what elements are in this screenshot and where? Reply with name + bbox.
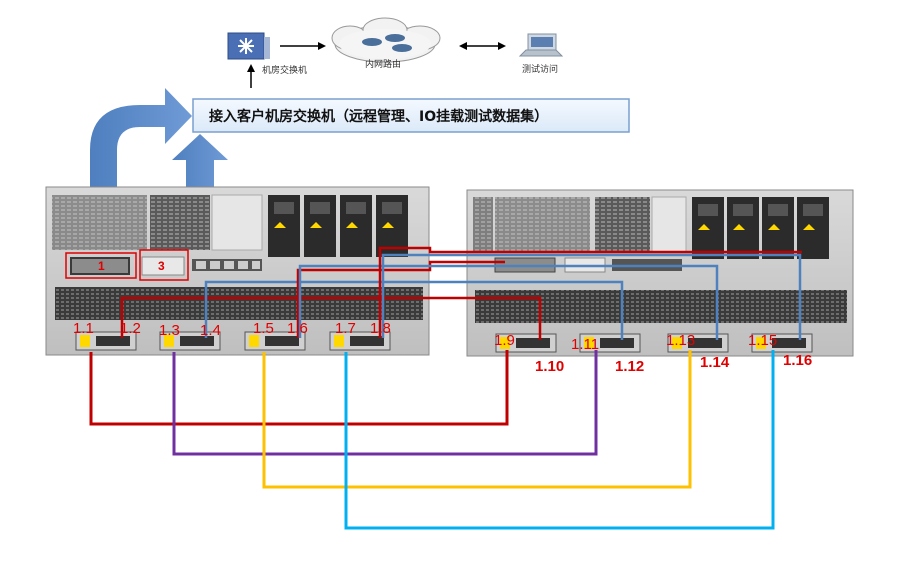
marker-1-label: 1 [98, 259, 105, 273]
cable-1-6-route [296, 260, 505, 338]
server-left [45, 186, 430, 356]
cable-1-8-to-1-16 [381, 253, 802, 340]
port-label-1-4: 1.4 [200, 322, 221, 339]
test-label: 测试访问 [522, 63, 558, 75]
marker-box-3 [139, 249, 189, 281]
cable-1-5-to-1-13 [262, 350, 692, 489]
cable-1-1-to-1-9 [89, 350, 509, 426]
port-label-1-9: 1.9 [494, 332, 515, 349]
port-label-1-7: 1.7 [335, 320, 356, 337]
banner-text: 接入客户机房交换机（远程管理、IO挂载测试数据集） [209, 108, 548, 125]
port-label-1-5: 1.5 [253, 320, 274, 337]
port-label-1-8: 1.8 [370, 320, 391, 337]
port-label-1-16: 1.16 [783, 352, 812, 369]
port-label-1-1: 1.1 [73, 320, 94, 337]
test-pc-icon [518, 33, 564, 57]
router-test-arrowhead-right [498, 42, 506, 50]
switch-label: 机房交换机 [262, 64, 307, 76]
switch-router-arrowhead [318, 42, 326, 50]
switch-up-arrowhead [247, 64, 255, 72]
port-label-1-14: 1.14 [700, 354, 730, 371]
router-cloud-icon [331, 17, 441, 63]
router-test-arrowhead-left [459, 42, 467, 50]
marker-box-1 [65, 252, 137, 279]
port-label-1-12: 1.12 [615, 358, 644, 375]
port-label-1-10: 1.10 [535, 358, 564, 375]
cable-1-2-to-1-10 [120, 296, 542, 340]
cable-1-4-to-1-12 [204, 280, 624, 340]
cable-1-3-to-1-11 [172, 350, 598, 456]
marker-3-label: 3 [158, 259, 165, 273]
server-right [466, 189, 854, 357]
lower-cables [89, 350, 775, 530]
port-label-1-3: 1.3 [159, 322, 180, 339]
port-label-1-11: 1.11 [571, 336, 599, 353]
port-label-1-2: 1.2 [120, 320, 141, 337]
port-label-1-13: 1.13 [666, 332, 695, 349]
cable-1-8-red [378, 246, 802, 338]
core-switch-icon [227, 32, 270, 60]
cable-1-7-to-1-15 [344, 350, 775, 530]
access-banner [192, 98, 630, 133]
router-label: 内网路由 [365, 58, 401, 70]
cable-1-6-to-1-14 [298, 264, 719, 340]
port-label-1-15: 1.15 [748, 332, 777, 349]
upper-cables [120, 246, 802, 340]
port-label-1-6: 1.6 [287, 320, 308, 337]
